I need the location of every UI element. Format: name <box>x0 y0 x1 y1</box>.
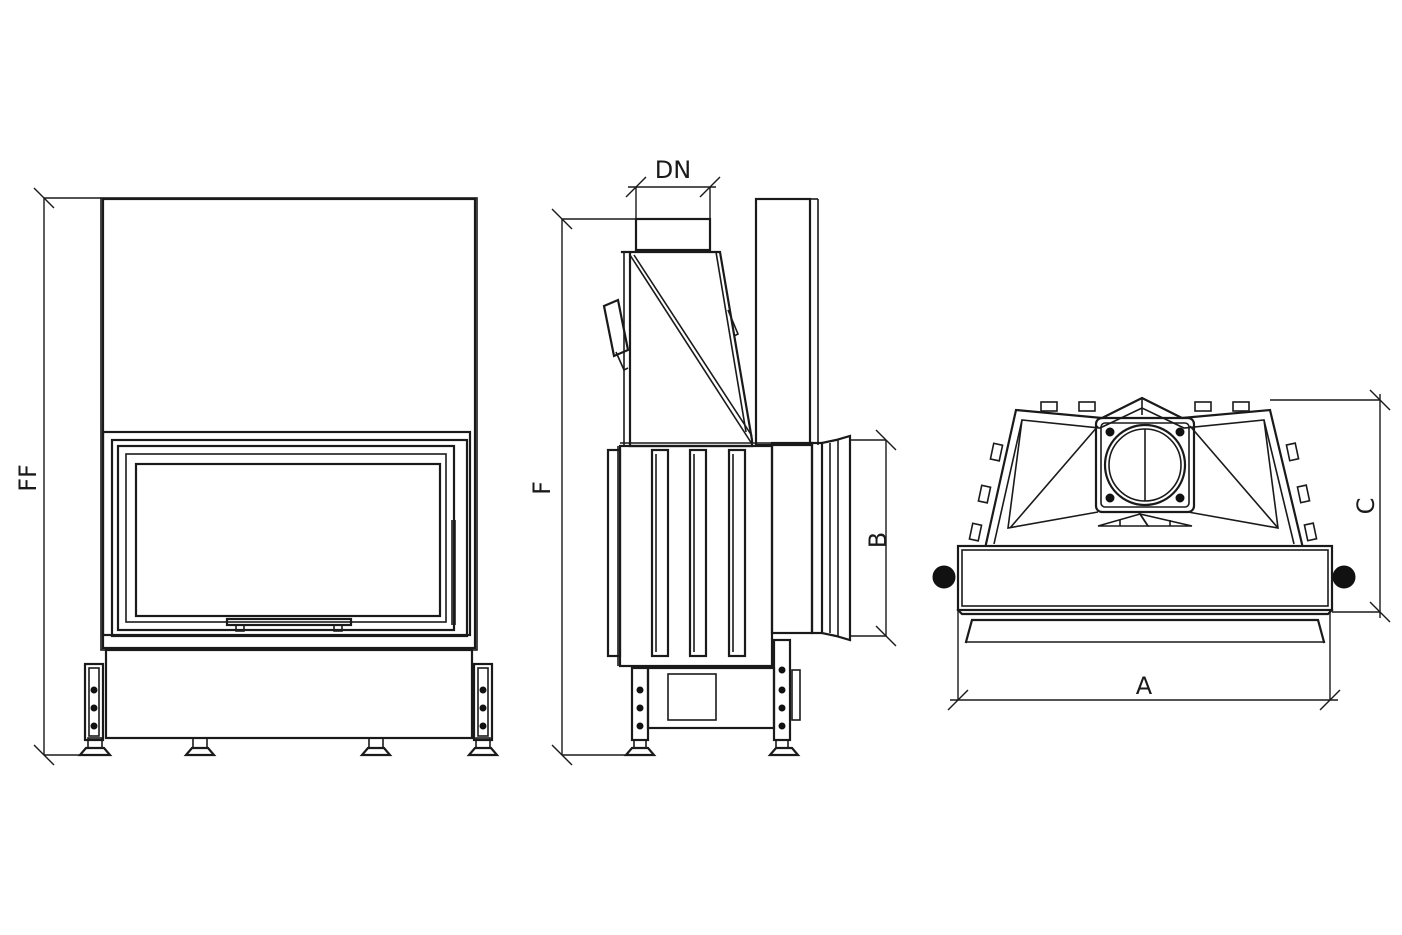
dimension-label-c: C <box>1352 498 1380 515</box>
glass-panel <box>134 462 442 618</box>
top-view: A C <box>932 389 1391 711</box>
door-frame <box>101 430 472 638</box>
door-handle[interactable] <box>225 617 353 632</box>
flue-outlet <box>1094 416 1196 514</box>
dimension-f: F <box>528 208 636 766</box>
dimension-ff: FF <box>14 187 110 766</box>
front-view: FF <box>14 187 500 766</box>
right-leg-bracket <box>472 662 494 742</box>
dimension-label-f: F <box>528 481 556 495</box>
dimension-dn: DN <box>625 156 721 198</box>
dimension-label-b: B <box>864 532 892 548</box>
dimension-c: C <box>1270 389 1391 623</box>
dimension-label-ff: FF <box>14 464 42 492</box>
dimension-a: A <box>947 610 1341 711</box>
dimension-b: B <box>850 429 897 647</box>
adjustable-feet <box>77 737 500 757</box>
dimension-label-dn: DN <box>655 156 691 184</box>
side-view: F DN B <box>528 156 897 766</box>
left-leg-bracket <box>83 662 105 742</box>
dimension-label-a: A <box>1136 672 1153 700</box>
